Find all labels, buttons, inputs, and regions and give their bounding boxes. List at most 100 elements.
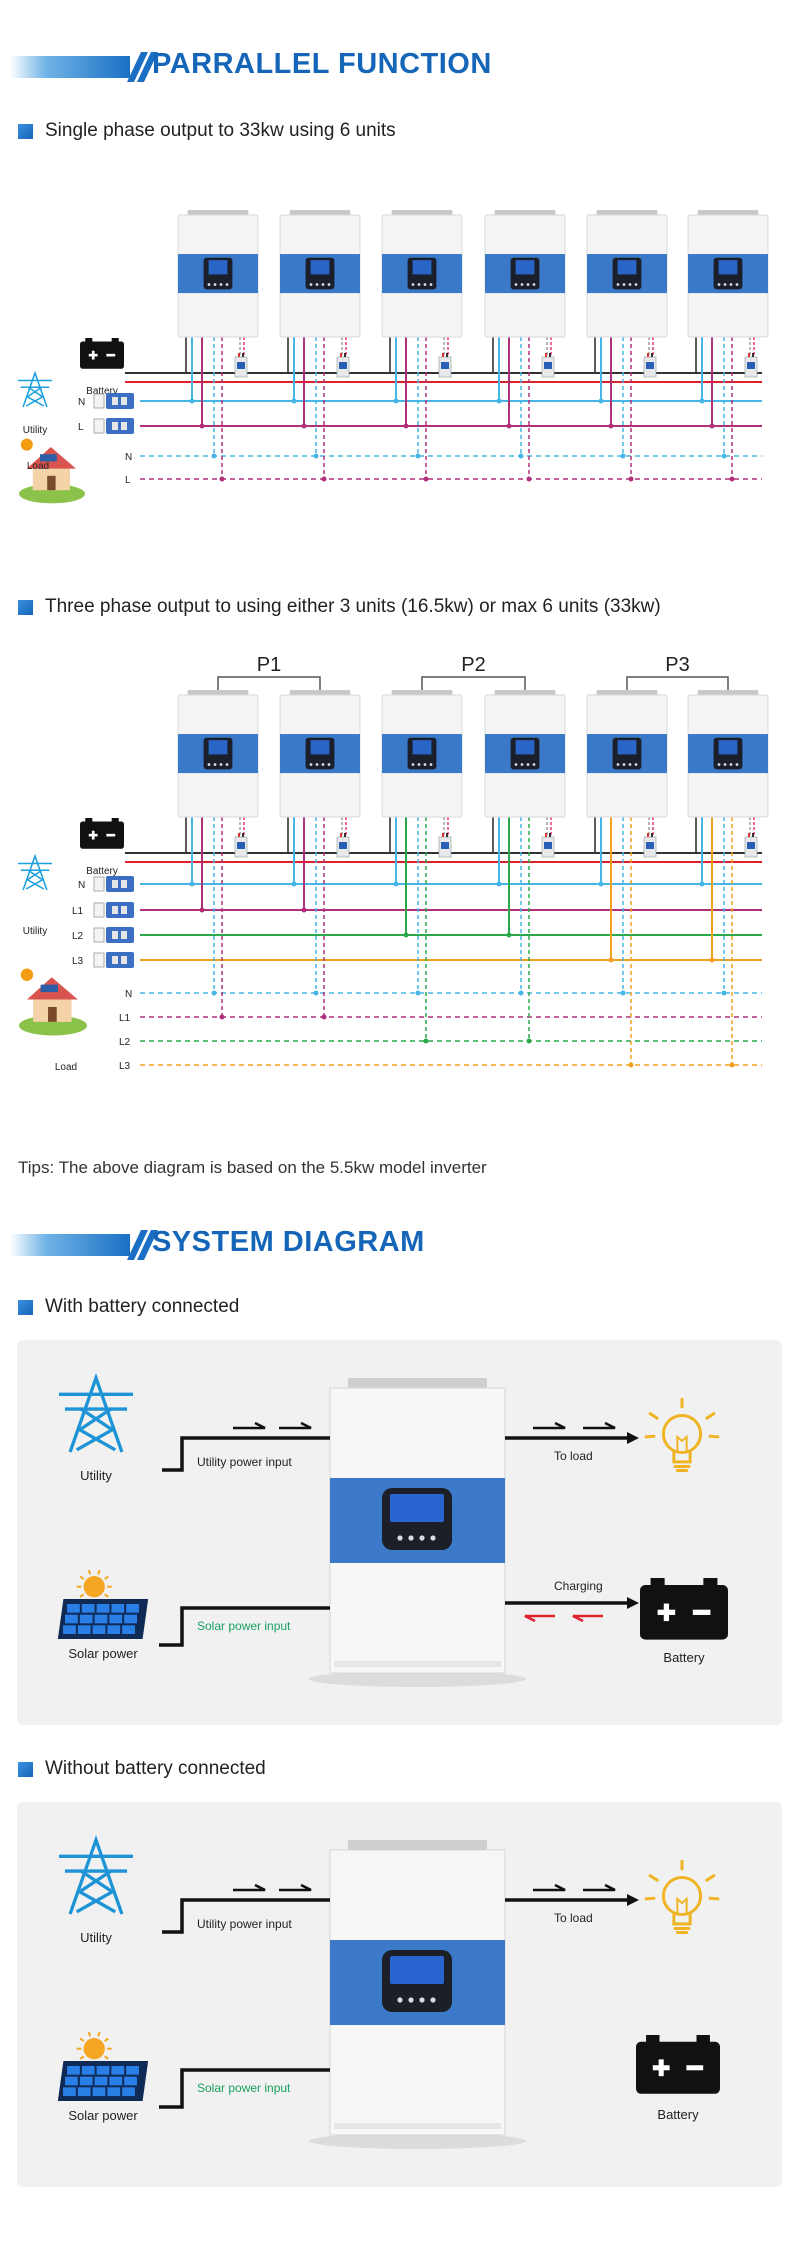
utility-label: Utility — [23, 926, 47, 937]
terminal-switch — [112, 397, 118, 405]
tower-bracing — [75, 1869, 117, 1914]
inverter-button-dot — [717, 283, 721, 286]
junction-dot — [721, 453, 727, 459]
inverter-button-dot — [423, 283, 427, 286]
flow-arrow — [279, 1421, 312, 1430]
inverter-button-dot — [225, 283, 229, 286]
inverter-button — [408, 1535, 414, 1541]
solar-panel-icon — [57, 2031, 149, 2101]
terminal-switch — [112, 880, 118, 888]
terminal-breaker — [106, 952, 134, 968]
inverter-button — [430, 1997, 436, 2003]
battery-case — [640, 1585, 728, 1640]
panel-cell — [111, 1604, 125, 1613]
sun-ray — [79, 1575, 85, 1580]
junction-dot — [301, 423, 307, 429]
inverter-button-dot — [207, 283, 211, 286]
bulb-neck — [672, 1911, 692, 1926]
inverter-button-dot — [219, 763, 223, 766]
inverter-button-dot — [213, 283, 217, 286]
tower-bracing — [75, 1407, 117, 1452]
breaker-handle — [646, 842, 654, 849]
bulb-filament — [676, 1434, 688, 1452]
junction-dot — [415, 453, 421, 459]
inverter-button-dot — [514, 283, 518, 286]
plus-sign — [91, 350, 95, 360]
tower-legs — [22, 853, 48, 891]
battery-case — [80, 341, 124, 369]
sun-ray — [79, 1593, 85, 1598]
junction-dot — [199, 423, 205, 429]
minus-sign — [106, 833, 116, 837]
bulb-glass — [661, 1413, 703, 1455]
sun-ray — [79, 2055, 85, 2060]
battery-arrow-head — [627, 1597, 639, 1609]
breaker-pin — [651, 353, 653, 357]
single-phase-heading-text: Single phase output to 33kw using 6 unit… — [45, 120, 396, 141]
inverter-unit — [586, 210, 668, 338]
header-gradient-bar — [10, 56, 130, 78]
battery-terminal — [111, 818, 119, 823]
terminal-connector-icon — [93, 393, 134, 409]
battery-label: Battery — [657, 2107, 699, 2122]
bulb-ray — [708, 1896, 720, 1901]
load-arrow-head — [627, 1432, 639, 1444]
input-line-label: N — [78, 397, 85, 408]
bullet-square — [18, 1762, 33, 1777]
breaker-pin — [752, 353, 754, 357]
bulb-ray — [648, 1412, 659, 1420]
output-line-label: L1 — [119, 1013, 131, 1024]
inverter-button-dot — [411, 283, 415, 286]
inverter-button-dot — [207, 763, 211, 766]
panel-cell — [81, 1604, 95, 1613]
utility-input-wire — [162, 1898, 330, 1934]
breaker-icon — [541, 833, 555, 858]
terminal-switch — [121, 906, 127, 914]
sun-ray — [104, 1575, 109, 1580]
inverter-button-dot — [622, 283, 626, 286]
junction-dot — [526, 476, 532, 482]
phase-group-label: P3 — [665, 654, 689, 676]
inverter-button-dot — [735, 763, 739, 766]
breaker-icon — [541, 353, 555, 378]
junction-dot — [598, 881, 604, 887]
solar-input-label: Solar power input — [197, 2081, 291, 2095]
battery-case — [80, 821, 124, 849]
light-bulb-icon — [644, 1859, 720, 1935]
breaker-pin — [647, 353, 649, 357]
terminal-switch — [121, 880, 127, 888]
terminal-switch — [112, 906, 118, 914]
header-gradient-bar — [10, 1234, 130, 1256]
house-solar-panel — [40, 454, 57, 462]
inverter-button — [419, 1535, 425, 1541]
inverter-button-dot — [532, 763, 536, 766]
breaker-handle — [544, 362, 552, 369]
breaker-pin — [647, 833, 649, 837]
bulb-ray — [705, 1874, 716, 1882]
panel-cell — [92, 2087, 106, 2096]
tips-note: Tips: The above diagram is based on the … — [18, 1158, 487, 1177]
inverter-button-dot — [616, 283, 620, 286]
breaker-handle — [646, 362, 654, 369]
to-load-label: To load — [554, 1911, 593, 1925]
solar-panel-icon — [57, 1569, 149, 1639]
tower-legs — [68, 1834, 124, 1915]
panel-cell — [96, 1604, 110, 1613]
junction-dot — [729, 1062, 735, 1068]
battery-icon — [636, 2035, 720, 2094]
flow-arrow — [233, 1883, 266, 1892]
inverter-button-dot — [429, 763, 433, 766]
panel-cell — [124, 2076, 137, 2086]
junction-dot — [219, 1014, 225, 1020]
sun-icon — [83, 2038, 105, 2060]
inverter-button-dot — [622, 763, 626, 766]
battery-terminal — [111, 338, 119, 343]
load-arrow-head — [627, 1894, 639, 1906]
junction-dot — [608, 957, 614, 963]
minus-sign — [692, 1609, 711, 1615]
terminal-connector-icon — [93, 952, 134, 968]
battery-case — [636, 2041, 720, 2094]
junction-dot — [211, 453, 217, 459]
output-line-label: N — [125, 452, 132, 463]
